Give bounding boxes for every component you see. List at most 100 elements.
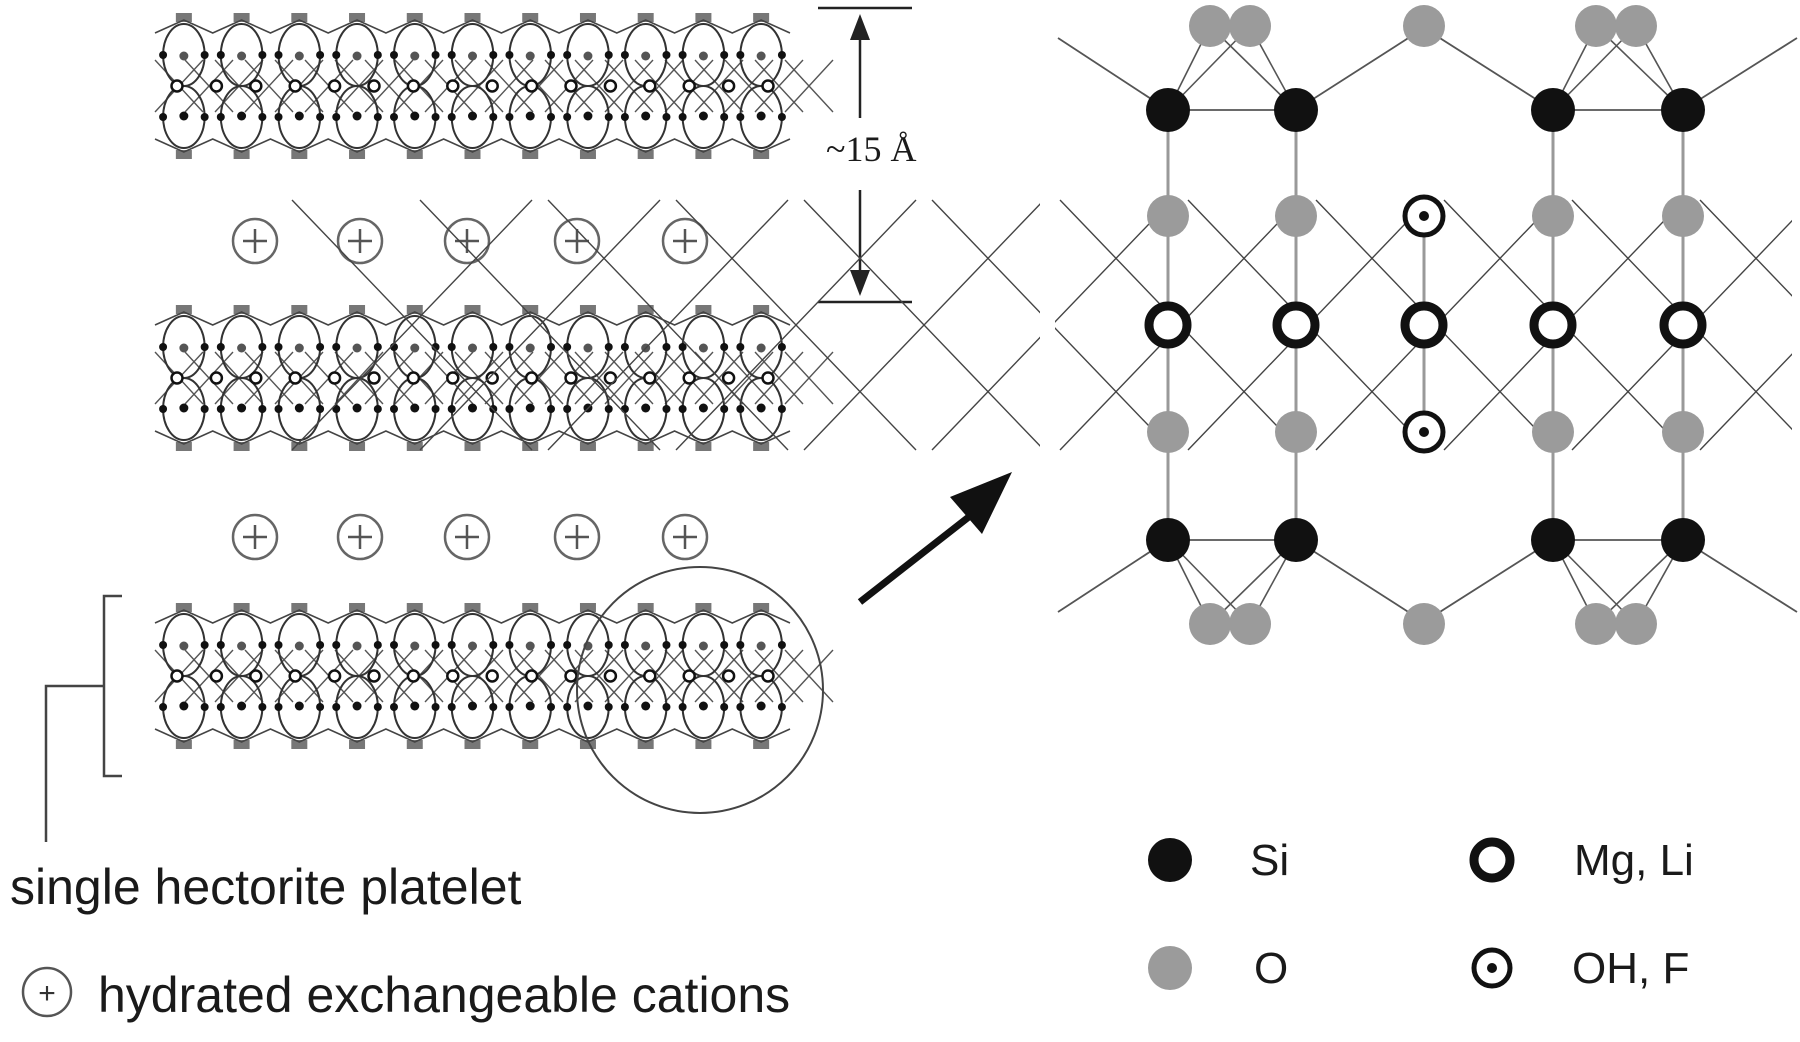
si-dot [274, 343, 283, 351]
si-dot [316, 343, 325, 351]
lattice-line [1699, 199, 1800, 306]
hydroxyl-site [468, 111, 477, 121]
si-dot [720, 51, 729, 59]
octahedral-bond [634, 649, 684, 703]
octahedral-cation [643, 371, 657, 385]
octahedral-cation [406, 79, 421, 93]
si-dot [620, 641, 629, 649]
octahedral-cation [603, 79, 618, 93]
hydroxyl-site [641, 111, 651, 121]
octahedral-cation [446, 371, 460, 385]
magnesium-lithium-atom [1400, 301, 1448, 349]
si-dot [373, 343, 382, 351]
hydroxyl-site [294, 111, 304, 121]
si-dot [547, 343, 556, 351]
surface-oxygen-atom [1189, 603, 1231, 645]
si-dot [431, 343, 440, 351]
si-dot [200, 113, 209, 121]
octahedral-bond [694, 649, 744, 703]
surface-oxygen [175, 305, 192, 314]
octahedral-bond [514, 59, 564, 113]
apical-oxygen-atom [1275, 195, 1317, 237]
silicon-atom [1274, 88, 1318, 132]
surface-oxygen [406, 150, 423, 159]
surface-oxygen [522, 305, 539, 314]
hydroxyl-site [468, 403, 477, 413]
hydroxyl-site [756, 701, 766, 711]
octahedral-bond [364, 59, 414, 113]
si-dot [431, 641, 440, 649]
hydroxyl-site [294, 403, 304, 413]
si-dot [662, 113, 671, 121]
surface-oxygen [522, 13, 539, 22]
si-dot [720, 405, 729, 413]
si-dot [505, 51, 514, 59]
cation-symbol [661, 217, 709, 265]
magnified-structure [291, 5, 1800, 645]
hydroxyl-site [179, 701, 189, 711]
surface-oxygen [753, 740, 770, 749]
octahedral-cation [288, 669, 302, 683]
hydroxyl-site [352, 641, 362, 651]
cation-symbol [553, 217, 601, 265]
hydroxyl-site [468, 641, 477, 651]
lattice-mask [1040, 150, 1055, 520]
si-dot [777, 703, 786, 711]
si-dot [678, 51, 687, 59]
si-dot [159, 405, 168, 413]
octahedral-cation [288, 79, 302, 93]
octahedral-bond [724, 59, 774, 113]
si-dot [200, 343, 209, 351]
si-dot [678, 703, 687, 711]
si-dot [431, 703, 440, 711]
si-dot [563, 343, 572, 351]
zoom-arrow [857, 472, 1012, 605]
octahedral-bond [784, 351, 834, 405]
octahedral-cation [603, 371, 618, 385]
surface-oxygen [522, 603, 539, 612]
cation-symbol [553, 513, 601, 561]
si-dot [620, 113, 629, 121]
octahedral-cation [761, 669, 775, 683]
surface-oxygen [233, 150, 250, 159]
surface-oxygen [291, 13, 308, 22]
si-dot [216, 343, 225, 351]
si-dot [547, 113, 556, 121]
legend-oh-f-label: OH, F [1572, 944, 1690, 993]
surface-oxygen [579, 740, 596, 749]
surface-oxygen-atom [1229, 5, 1271, 47]
si-dot [447, 703, 456, 711]
si-dot [604, 113, 613, 121]
si-dot [389, 641, 398, 649]
octahedral-cation [367, 79, 381, 93]
silicon-atom [1146, 88, 1190, 132]
si-dot [505, 113, 514, 121]
surface-oxygen [464, 150, 481, 159]
legend-oh-f-center [1487, 963, 1497, 973]
si-dot [489, 703, 498, 711]
surface-oxygen-atom [1403, 5, 1445, 47]
octahedral-cation [564, 371, 578, 385]
surface-zigzag [154, 138, 791, 153]
octahedral-bond [364, 649, 414, 703]
octahedral-cation [446, 79, 460, 93]
si-dot [274, 113, 283, 121]
hydroxyl-site [641, 51, 651, 61]
octahedral-cation [721, 79, 736, 93]
octahedral-bond [754, 351, 804, 405]
lattice-line [803, 199, 1045, 451]
si-dot [389, 113, 398, 121]
surface-oxygen [406, 740, 423, 749]
surface-oxygen [579, 150, 596, 159]
si-dot [200, 51, 209, 59]
surface-oxygen [349, 13, 366, 22]
magnesium-lithium-atom [1659, 301, 1707, 349]
si-dot [662, 703, 671, 711]
octahedral-cation [406, 371, 421, 385]
si-dot [736, 343, 745, 351]
octahedral-cation [170, 79, 184, 93]
si-dot [489, 641, 498, 649]
magnesium-lithium-atom [1529, 301, 1577, 349]
hydroxyl-site [641, 701, 651, 711]
si-dot [505, 343, 514, 351]
